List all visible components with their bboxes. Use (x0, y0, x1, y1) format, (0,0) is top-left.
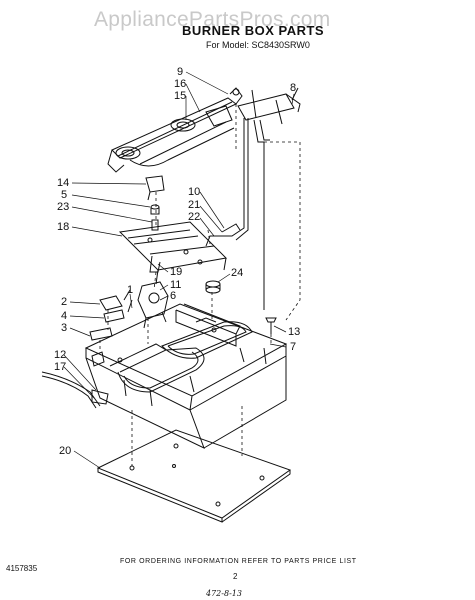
callout-20: 20 (59, 445, 72, 457)
igniter-wire (41, 371, 109, 409)
burner-box-bracket (118, 221, 228, 285)
callout-10: 10 (188, 186, 201, 198)
callout-8: 8 (290, 82, 297, 94)
callout-16: 16 (174, 78, 187, 90)
page-number: 2 (233, 572, 238, 581)
burner-assembly-top (107, 87, 243, 173)
callout-18: 18 (57, 221, 70, 233)
callout-11: 11 (170, 279, 182, 291)
callout-7: 7 (290, 341, 297, 353)
callout-2: 2 (61, 296, 68, 308)
callout-6: 6 (170, 290, 177, 302)
igniter-parts-stack (145, 175, 165, 231)
burner-box-pan (84, 303, 288, 449)
handwritten-note: 472-8-13 (206, 589, 242, 598)
watermark: AppliancePartsPros.com (94, 8, 331, 31)
grommet (205, 280, 221, 294)
callout-9: 9 (177, 66, 184, 78)
ordering-info-note: FOR ORDERING INFORMATION REFER TO PARTS … (120, 558, 357, 565)
callout-22: 22 (188, 211, 201, 223)
callout-15: 15 (174, 90, 187, 102)
document-number: 4157835 (6, 564, 38, 573)
leader-lines (63, 71, 295, 469)
callout-24: 24 (231, 267, 244, 279)
callout-17: 17 (54, 361, 67, 373)
gas-tubing (205, 118, 270, 310)
callout-21: 21 (188, 199, 201, 211)
callout-13: 13 (288, 326, 301, 338)
callout-12: 12 (54, 349, 67, 361)
assembly-lines (99, 104, 301, 466)
diagram-subtitle: For Model: SC8430SRW0 (206, 40, 310, 50)
callout-14: 14 (57, 177, 70, 189)
callout-23: 23 (57, 201, 70, 213)
callout-5: 5 (61, 189, 68, 201)
callout-1: 1 (127, 284, 134, 296)
callout-19: 19 (170, 266, 183, 278)
clip-parts-left (89, 295, 125, 341)
diagram-title: BURNER BOX PARTS (182, 23, 325, 38)
screw (265, 317, 277, 334)
callout-3: 3 (61, 322, 68, 334)
callout-4: 4 (61, 310, 68, 322)
bottom-cover-plate (96, 429, 292, 523)
